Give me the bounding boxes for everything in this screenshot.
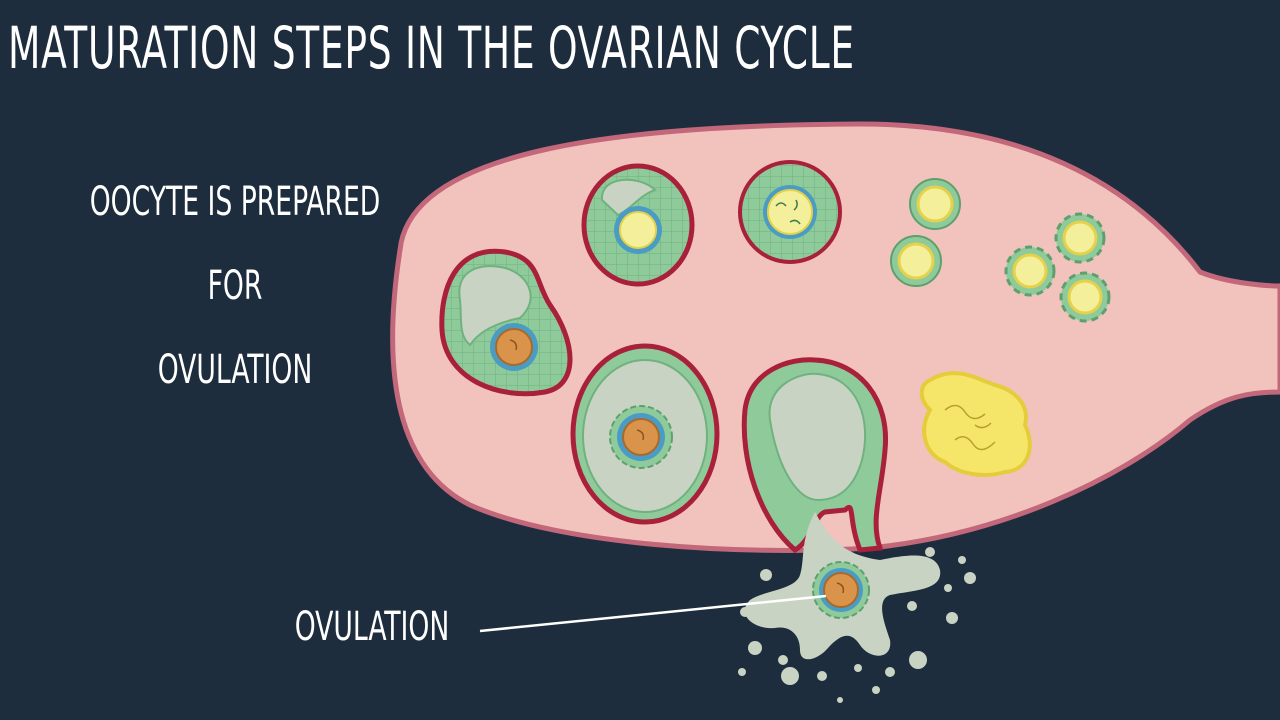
rupturing-follicle — [741, 357, 889, 554]
released-oocyte — [738, 512, 976, 703]
corpus-luteum — [919, 371, 1032, 477]
primordial-follicles — [1004, 212, 1111, 323]
oocyte-prepared-line-2: ovulation — [157, 347, 313, 393]
graafian-follicle — [570, 343, 720, 525]
antral-follicle — [439, 248, 573, 397]
primordial-follicle — [1004, 245, 1056, 297]
primary-follicle — [890, 235, 942, 287]
primordial-follicle — [1059, 271, 1111, 323]
primordial-follicle — [1054, 212, 1106, 264]
ovulation-leader-line — [479, 594, 827, 633]
page-title: Maturation steps in the ovarian cycle — [8, 14, 855, 82]
early-antral-follicle — [581, 163, 695, 287]
primary-follicle — [909, 178, 961, 230]
ovulation-label: Ovulation — [294, 604, 450, 650]
oocyte-prepared-line-1: Oocyte is prepared for — [89, 179, 381, 309]
primary-follicles — [890, 178, 961, 287]
secondary-follicle — [738, 160, 842, 264]
fluid-droplets — [738, 547, 976, 703]
oocyte-prepared-caption: Oocyte is prepared for ovulation — [76, 160, 394, 412]
